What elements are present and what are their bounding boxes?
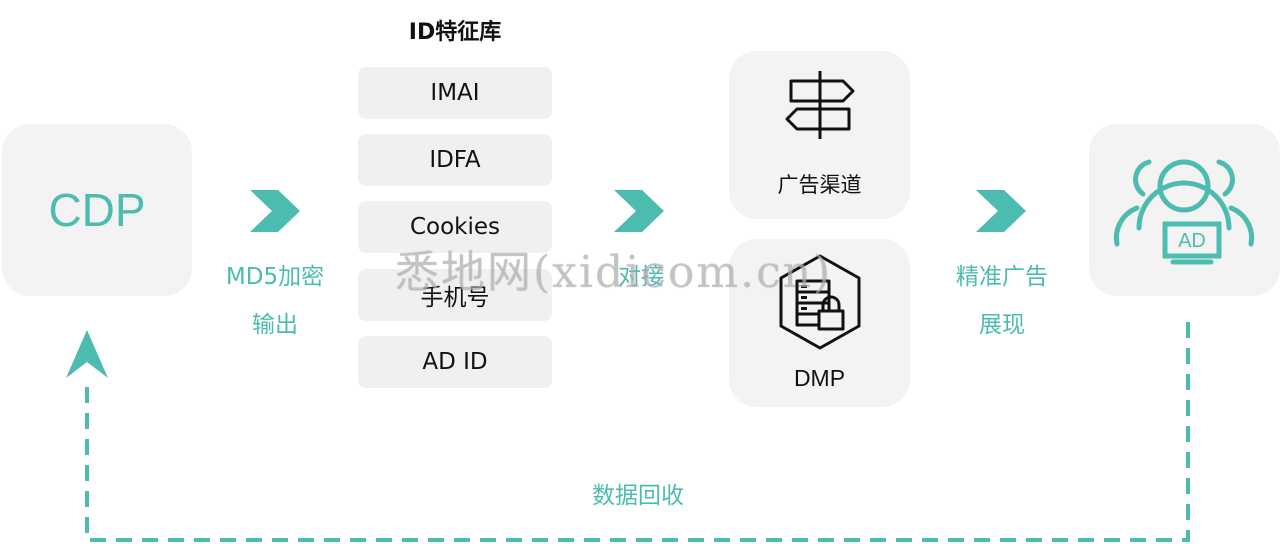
- cdp-label: CDP: [48, 184, 146, 236]
- audience-ad-icon: [1113, 159, 1255, 265]
- step-display-line2: 展现: [979, 312, 1025, 338]
- step-md5-line1: MD5加密: [225, 264, 325, 290]
- watermark: 悉地网(xidicom.cn): [395, 247, 833, 298]
- id-item: IMAI: [358, 67, 552, 119]
- id-item: AD ID: [358, 336, 552, 388]
- id-item: IDFA: [358, 134, 552, 186]
- step-md5-line2: 输出: [252, 312, 298, 338]
- step-connect-label: 对接: [618, 264, 664, 290]
- step-display-label: 精准广告 展现: [940, 253, 1064, 349]
- step-md5-label: MD5加密 输出: [212, 253, 338, 349]
- chevron-right-icon: [250, 190, 300, 232]
- ad-badge-text: AD: [1178, 230, 1206, 252]
- id-item: 手机号: [358, 269, 552, 321]
- feedback-label: 数据回收: [592, 483, 684, 509]
- signpost-icon: [785, 71, 855, 139]
- dmp-label: DMP: [793, 365, 846, 391]
- server-lock-icon: [779, 254, 861, 350]
- ad-audience-box: AD: [1089, 124, 1280, 296]
- chevron-right-icon: [976, 190, 1026, 232]
- id-library-title: ID特征库: [408, 20, 502, 45]
- dmp-box: DMP: [729, 239, 910, 407]
- step-display-line1: 精准广告: [956, 264, 1048, 290]
- chevron-right-icon: [614, 190, 664, 232]
- ad-channel-box: 广告渠道: [729, 51, 910, 219]
- ad-channel-label: 广告渠道: [777, 173, 862, 197]
- cdp-box: CDP: [2, 124, 192, 296]
- id-item: Cookies: [358, 201, 552, 253]
